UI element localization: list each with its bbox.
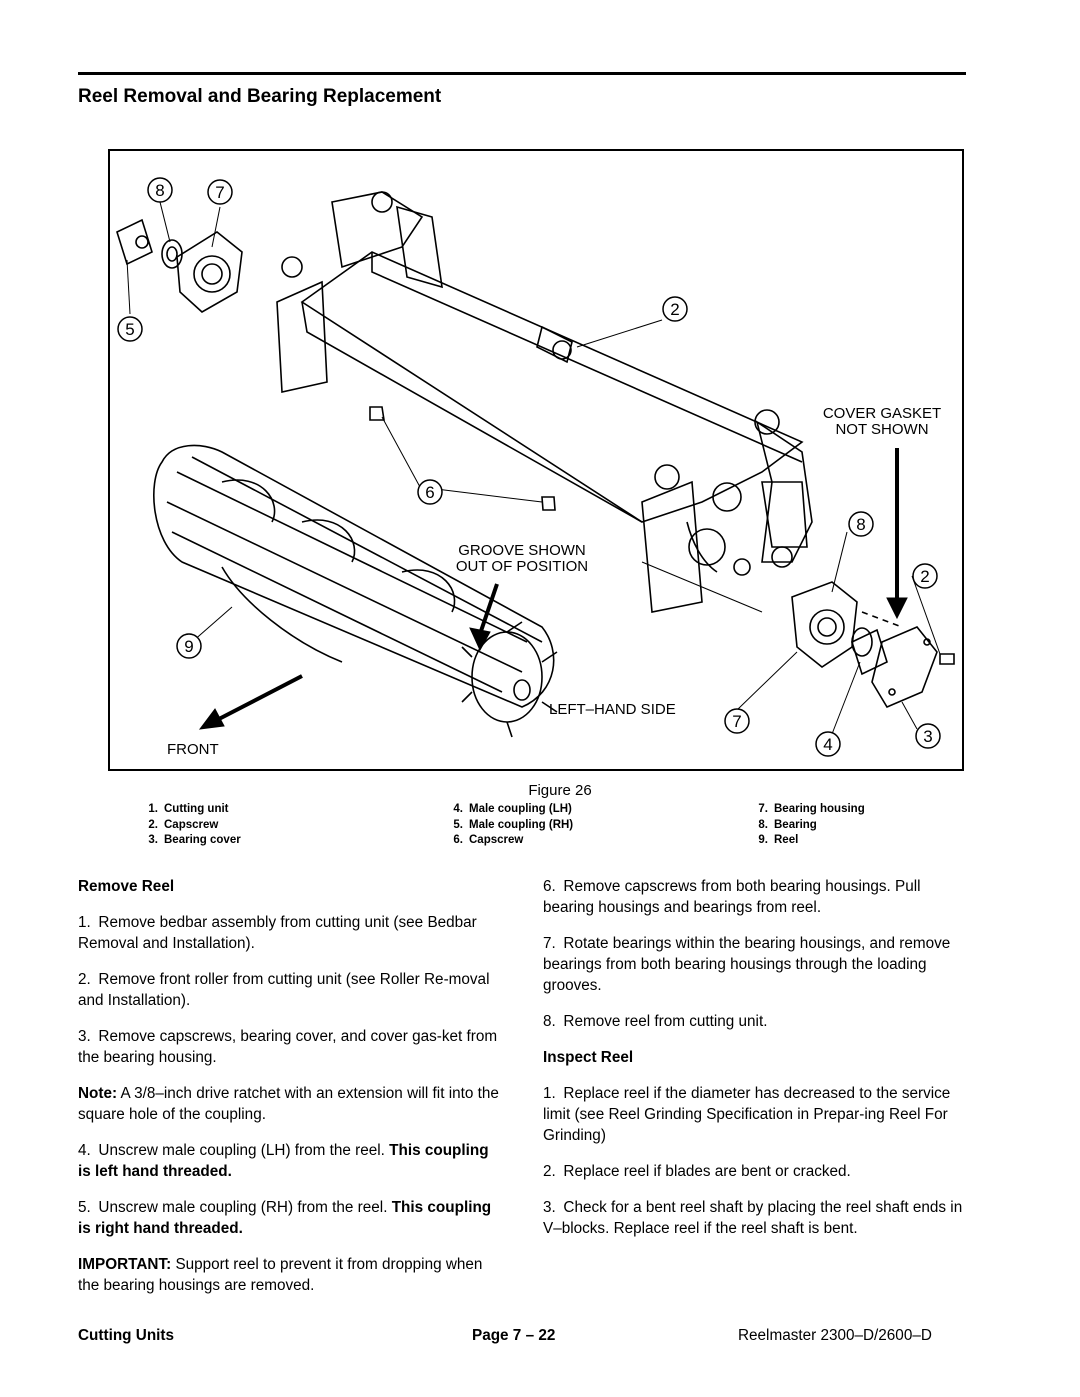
callout-7-right: 7 <box>732 712 741 731</box>
bearing-housing-right <box>791 581 858 668</box>
legend-col-1: 1.Cutting unit 2.Capscrew 3.Bearing cove… <box>130 802 241 849</box>
header-rule <box>78 72 966 75</box>
label-left-hand-side: LEFT–HAND SIDE <box>549 701 676 718</box>
step-8: 8. Remove reel from cutting unit. <box>543 1013 768 1030</box>
footer-model: Reelmaster 2300–D/2600–D <box>738 1327 932 1344</box>
step-1: 1. Remove bedbar assembly from cutting u… <box>78 914 477 952</box>
inspect-step-2: 2. Replace reel if blades are bent or cr… <box>543 1163 851 1180</box>
legend-item: 1.Cutting unit <box>148 803 229 815</box>
callout-2-right: 2 <box>920 567 929 586</box>
footer-section: Cutting Units <box>78 1327 175 1344</box>
heading-remove-reel: Remove Reel <box>78 878 175 895</box>
step-5: 5. Unscrew male coupling (RH) from the r… <box>78 1199 492 1237</box>
bearing-housing-left <box>176 231 243 313</box>
callout-5: 5 <box>125 320 134 339</box>
legend-item: 7.Bearing housing <box>758 803 865 815</box>
callout-4: 4 <box>823 735 832 754</box>
legend-item: 2.Capscrew <box>148 818 219 831</box>
callout-9: 9 <box>184 637 193 656</box>
callout-6: 6 <box>425 483 434 502</box>
label-front: FRONT <box>167 741 219 758</box>
reel-cylinder <box>153 444 558 738</box>
right-column: 6. Remove capscrews from both bearing ho… <box>543 876 968 1254</box>
step-7: 7. Rotate bearings within the bearing ho… <box>543 935 951 994</box>
important: IMPORTANT: Support reel to prevent it fr… <box>78 1256 483 1294</box>
label-groove-shown: GROOVE SHOWN <box>458 542 586 559</box>
callout-8-left: 8 <box>155 181 164 200</box>
label-not-shown: NOT SHOWN <box>835 421 928 438</box>
callout-7-left: 7 <box>215 183 224 202</box>
legend-item: 9.Reel <box>758 834 799 846</box>
inspect-step-1: 1. Replace reel if the diameter has decr… <box>543 1085 951 1144</box>
callout-3: 3 <box>923 727 932 746</box>
legend-item: 6.Capscrew <box>453 834 524 846</box>
section-title: Reel Removal and Bearing Replacement <box>78 86 442 107</box>
exploded-diagram: 8 7 5 2 6 8 2 9 7 4 3 COVER GASKET NOT S… <box>116 177 955 758</box>
step-6: 6. Remove capscrews from both bearing ho… <box>543 878 921 916</box>
legend-col-3: 7.Bearing housing 8.Bearing 9.Reel <box>740 802 865 849</box>
legend-item: 8.Bearing <box>758 818 817 831</box>
note: Note: A 3/8–inch drive ratchet with an e… <box>78 1085 499 1123</box>
frame-main-beam <box>300 251 804 523</box>
callout-8-right: 8 <box>856 515 865 534</box>
inspect-step-3: 3. Check for a bent reel shaft by placin… <box>543 1199 963 1237</box>
label-out-of-position: OUT OF POSITION <box>456 558 588 575</box>
step-3: 3. Remove capscrews, bearing cover, and … <box>78 1028 498 1066</box>
figure-caption: Figure 26 <box>528 782 592 799</box>
callout-2-top: 2 <box>670 300 679 319</box>
bearing-cover <box>871 626 938 709</box>
legend-item: 4.Male coupling (LH) <box>453 803 572 815</box>
step-2: 2. Remove front roller from cutting unit… <box>78 971 490 1009</box>
left-side-plate <box>276 280 328 393</box>
step-4: 4. Unscrew male coupling (LH) from the r… <box>78 1142 489 1180</box>
legend-item: 5.Male coupling (RH) <box>453 818 574 831</box>
legend-col-2: 4.Male coupling (LH) 5.Male coupling (RH… <box>435 802 573 849</box>
right-side-plate <box>641 480 703 613</box>
legend-item: 3.Bearing cover <box>148 834 241 846</box>
heading-inspect-reel: Inspect Reel <box>543 1049 634 1066</box>
footer-page-number: Page 7 – 22 <box>472 1327 556 1344</box>
figure-26: 8 7 5 2 6 8 2 9 7 4 3 COVER GASKET NOT S… <box>108 149 964 771</box>
label-cover-gasket: COVER GASKET <box>823 405 941 422</box>
left-column: Remove Reel 1. Remove bedbar assembly fr… <box>78 876 503 1311</box>
